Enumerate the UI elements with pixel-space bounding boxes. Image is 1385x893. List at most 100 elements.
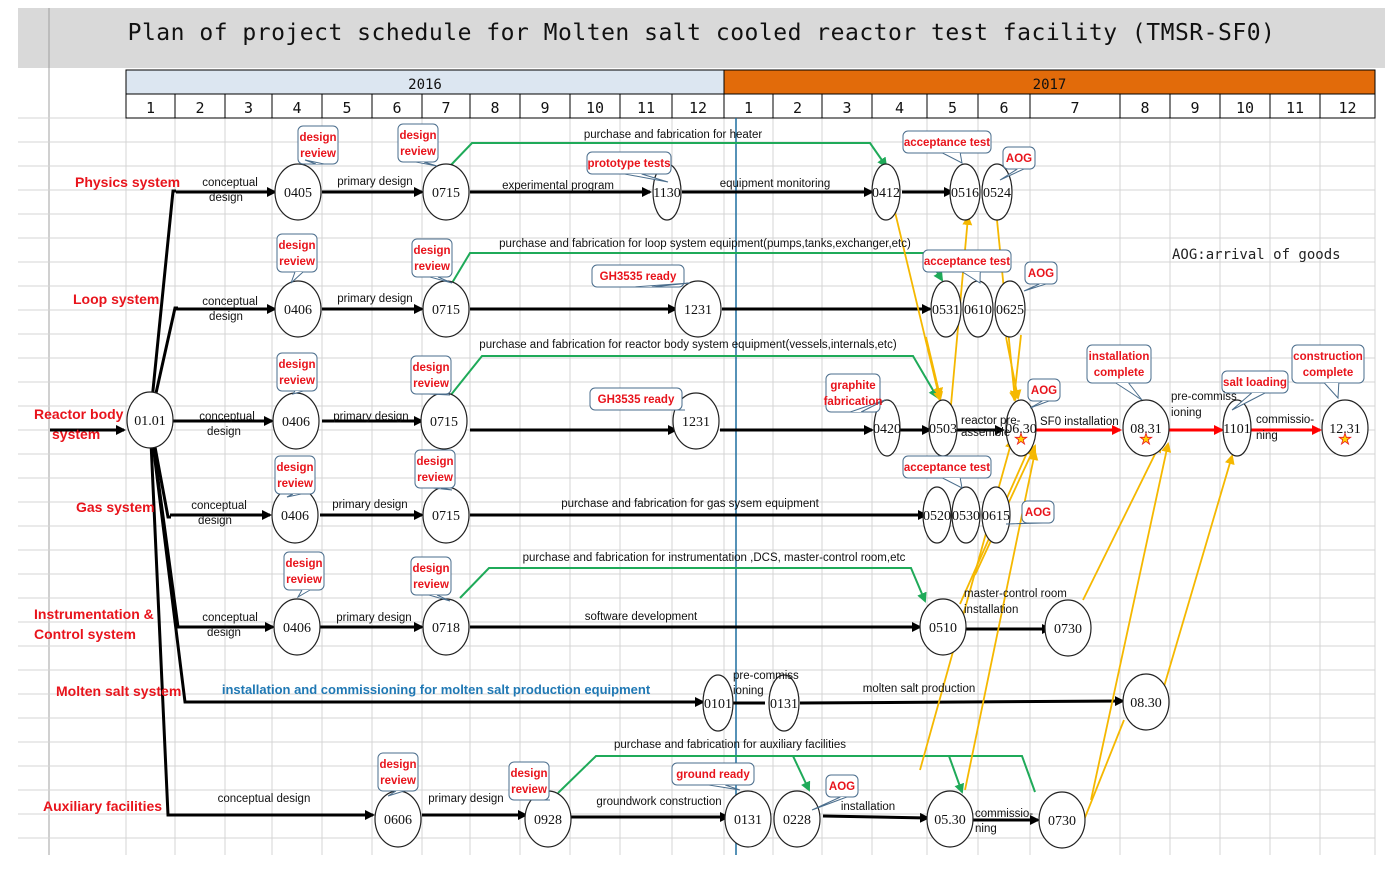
callout-acceptance-test-pointer bbox=[942, 152, 963, 164]
callout-graphite-fabrication-text: fabrication bbox=[824, 396, 883, 408]
callout-design-review-text: review bbox=[300, 148, 336, 160]
month-label: 9 bbox=[540, 99, 549, 117]
callout-acceptance-test-pointer bbox=[942, 477, 963, 489]
node-rb-0831 bbox=[1122, 399, 1170, 457]
fan-branch bbox=[148, 189, 176, 421]
callout-prototype-tests-pointer bbox=[624, 173, 669, 183]
callout-aog-pointer bbox=[1029, 400, 1049, 409]
node-ax-0131-label: 0131 bbox=[734, 813, 762, 828]
node-ax-0228 bbox=[773, 790, 821, 848]
month-label: 8 bbox=[490, 99, 499, 117]
star-icon: ★ bbox=[1014, 431, 1027, 448]
callout-design-review-pointer bbox=[428, 393, 451, 396]
node-rb-0406-label: 0406 bbox=[282, 415, 310, 430]
callout-aog-pointer bbox=[1023, 283, 1046, 292]
act-conceptual: conceptual bbox=[202, 177, 258, 189]
system-label-loop: Loop system bbox=[73, 291, 159, 307]
node-lp-0531 bbox=[930, 280, 962, 338]
month-label: 5 bbox=[948, 99, 957, 117]
node-rb-0420-label: 0420 bbox=[873, 422, 901, 437]
node-lp-0625-label: 0625 bbox=[996, 303, 1024, 318]
act-design: design bbox=[198, 515, 232, 527]
purchase-aux-branch bbox=[792, 755, 811, 792]
callout-design-review-text: design bbox=[278, 240, 315, 252]
act-experimental-program: experimental program bbox=[502, 180, 614, 192]
act-commissioning: commissio- bbox=[1256, 414, 1314, 426]
node-ms-0830-label: 08.30 bbox=[1130, 696, 1162, 711]
act-reactor-preassemble: assemble bbox=[961, 427, 1010, 439]
purchase-aux-branch bbox=[948, 755, 964, 794]
callout-aog-text: AOG bbox=[1006, 153, 1032, 165]
month-label: 12 bbox=[1338, 99, 1356, 117]
callout-design-review-text: review bbox=[279, 256, 315, 268]
act-installation: installation bbox=[841, 801, 895, 813]
act-groundwork: groundwork construction bbox=[596, 796, 721, 808]
node-gs-0520 bbox=[922, 486, 952, 544]
act-software-development: software development bbox=[585, 611, 698, 623]
delivery-line bbox=[925, 336, 944, 398]
node-ic-0730 bbox=[1044, 599, 1092, 657]
node-ax-0730 bbox=[1038, 791, 1086, 849]
node-ax-0530-label: 05.30 bbox=[934, 813, 966, 828]
callout-design-review-text: design bbox=[285, 558, 322, 570]
callout-design-review-text: design bbox=[510, 768, 547, 780]
callout-design-review-text: design bbox=[413, 245, 450, 257]
month-label: 4 bbox=[895, 99, 904, 117]
act-conceptual: conceptual bbox=[199, 411, 255, 423]
callout-design-review-pointer bbox=[428, 594, 451, 602]
act-sf0-installation: SF0 installation bbox=[1040, 416, 1119, 428]
delivery-line bbox=[1005, 336, 1022, 400]
node-ph-1130-label: 1130 bbox=[653, 186, 680, 201]
start-node-label: 01.01 bbox=[134, 414, 166, 429]
act-reactor-preassemble: reactor pre- bbox=[961, 415, 1021, 427]
callout-design-review-text: review bbox=[413, 579, 449, 591]
fan-branch bbox=[148, 419, 171, 519]
callout-installation-complete-pointer bbox=[1115, 382, 1143, 401]
node-rb-0715-label: 0715 bbox=[430, 415, 458, 430]
system-label-reactor-2: system bbox=[52, 426, 100, 442]
callout-graphite-fabrication-text: graphite bbox=[830, 380, 875, 392]
node-gs-0615-label: 0615 bbox=[982, 509, 1010, 524]
spreadsheet-grid bbox=[18, 8, 1376, 855]
month-label: 1 bbox=[146, 99, 155, 117]
act-salt-installation: installation and commissioning for molte… bbox=[222, 682, 651, 697]
callout-design-review-pointer bbox=[415, 161, 438, 167]
act-conceptual: conceptual bbox=[202, 296, 258, 308]
act-arrow bbox=[822, 812, 930, 823]
delivery-line bbox=[1162, 454, 1235, 691]
system-label-physics: Physics system bbox=[75, 174, 180, 190]
callout-graphite-fabrication-pointer bbox=[850, 399, 886, 413]
node-rb-0630-label: 06.30 bbox=[1005, 422, 1037, 437]
node-ax-0530 bbox=[926, 790, 974, 848]
callout-aog-pointer bbox=[811, 796, 847, 811]
callout-design-review-pointer bbox=[296, 589, 311, 599]
node-ms-0131 bbox=[768, 674, 800, 732]
callout-design-review-pointer bbox=[304, 159, 325, 165]
month-label: 10 bbox=[1236, 99, 1254, 117]
act-aux-purchase: purchase and fabrication for auxiliary f… bbox=[614, 739, 846, 751]
callout-design-review-text: review bbox=[414, 261, 450, 273]
node-ph-0412 bbox=[871, 163, 901, 221]
act-pre-commissioning: pre-commiss bbox=[733, 670, 799, 682]
callout-design-review-text: design bbox=[276, 462, 313, 474]
act-primary-design: primary design bbox=[337, 293, 412, 305]
act-pre-commissioning-2: ioning bbox=[1171, 407, 1202, 419]
node-ph-0524-label: 0524 bbox=[983, 186, 1011, 201]
callout-design-review-text: review bbox=[286, 574, 322, 586]
month-label: 3 bbox=[842, 99, 851, 117]
star-icon: ★ bbox=[1139, 431, 1152, 448]
callout-design-review-pointer bbox=[387, 790, 405, 797]
node-lp-1231-label: 1231 bbox=[684, 303, 712, 318]
act-ic-purchase: purchase and fabrication for instrumenta… bbox=[523, 552, 906, 564]
act-loop-purchase: purchase and fabrication for loop system… bbox=[499, 238, 911, 250]
purchase-ic bbox=[459, 567, 927, 603]
act-design: design bbox=[209, 311, 243, 323]
node-ic-0406-label: 0406 bbox=[283, 621, 311, 636]
node-ph-0715 bbox=[422, 163, 470, 221]
node-ax-0928-label: 0928 bbox=[534, 813, 562, 828]
node-gs-0715-label: 0715 bbox=[432, 509, 460, 524]
year-label-2016: 2016 bbox=[408, 77, 442, 93]
timeline-header bbox=[125, 69, 1376, 119]
month-label: 2 bbox=[195, 99, 204, 117]
callout-design-review-text: design bbox=[379, 759, 416, 771]
